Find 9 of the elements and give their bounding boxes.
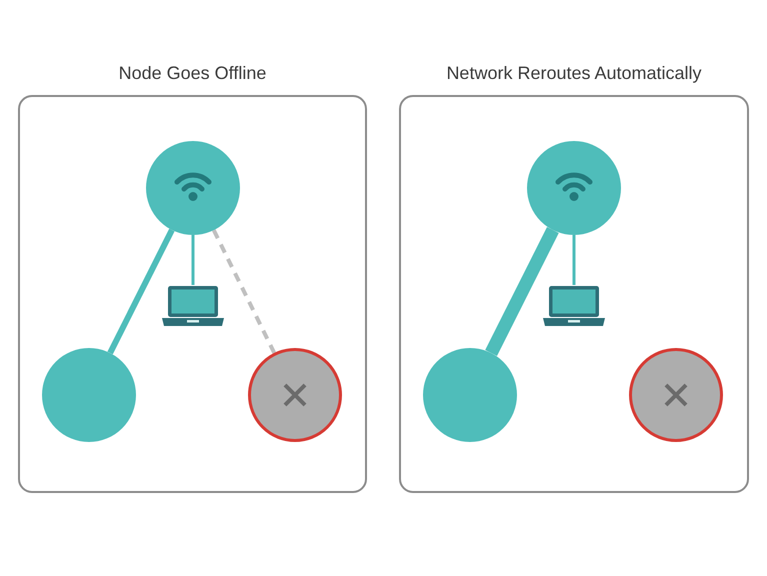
connector-line — [107, 228, 175, 354]
connector-line — [572, 235, 576, 285]
dashed-connector-line — [212, 229, 276, 354]
laptop-icon — [543, 285, 605, 327]
laptop-icon — [162, 285, 224, 327]
panel-title: Node Goes Offline — [118, 62, 268, 84]
connector-line — [192, 235, 194, 285]
thick-connector-line — [485, 227, 559, 356]
panel-title: Network Reroutes Automatically — [445, 62, 703, 84]
